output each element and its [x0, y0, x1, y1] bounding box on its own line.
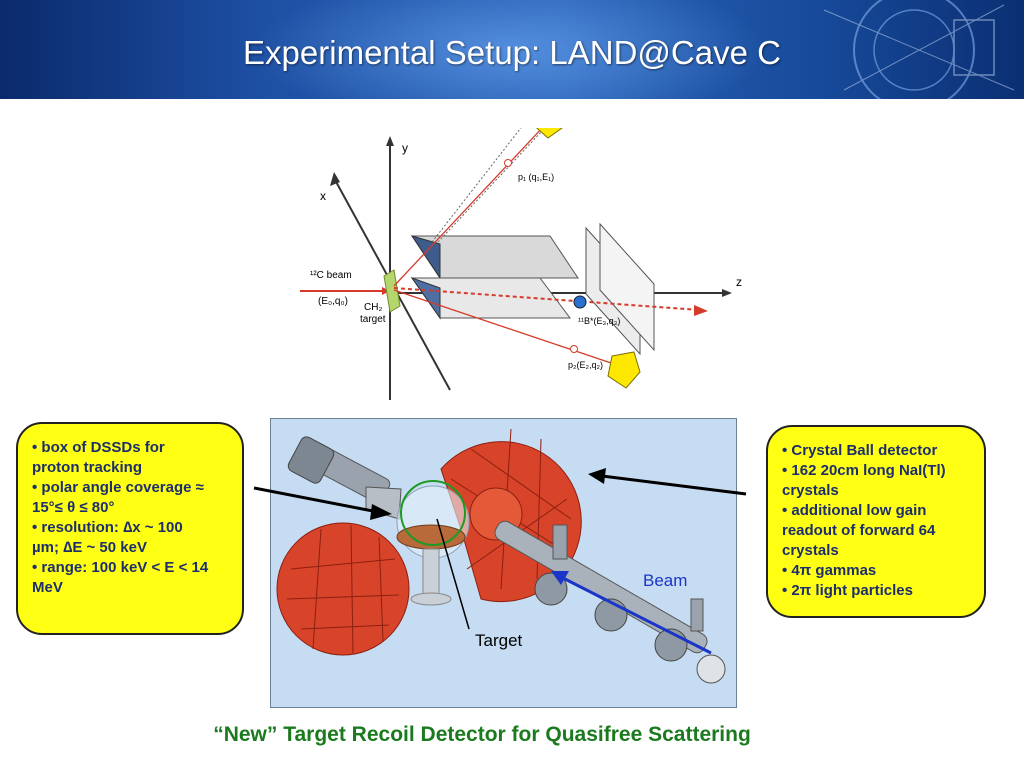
setup-rendering: Target Beam [270, 418, 737, 708]
callout-line: MeV [32, 579, 63, 596]
detector-plane-2 [599, 222, 655, 352]
callout-line: proton tracking [32, 459, 143, 476]
proton2-track [393, 289, 621, 367]
kinematics-diagram: y x z ¹²C beam (E₀,q₀) CH₂ target ¹¹B*(E… [300, 128, 742, 400]
x-axis-label: x [320, 189, 326, 203]
dssd-lower-side [410, 277, 441, 320]
setup-drawing [276, 428, 726, 684]
callout-line: • range: 100 keV < E < 14 [32, 559, 209, 576]
proton1-track [393, 128, 544, 287]
callout-line: • additional low gain [782, 502, 927, 519]
end-flange [696, 654, 726, 684]
valve-2 [690, 598, 704, 632]
proton1-marker [504, 159, 512, 167]
callout-line: • 4π gammas [782, 562, 877, 579]
callout-line: readout of forward 64 [782, 522, 936, 539]
y-axis-arrowhead [386, 136, 394, 146]
crystal-ball-callout: • Crystal Ball detector • 162 20cm long … [766, 425, 986, 618]
z-axis-arrowhead [722, 289, 732, 297]
callout-line: • resolution: ∆x ~ 100 [32, 519, 183, 536]
crystal-ball-left [276, 522, 410, 656]
pipe-flange [287, 436, 335, 484]
crystal-ball-left-facets [286, 524, 400, 654]
fragment-arrowhead [694, 305, 708, 316]
title-banner [0, 0, 1024, 99]
x-axis-arrowhead [330, 172, 340, 186]
proton1-detector [535, 128, 563, 139]
target-pointer [436, 518, 470, 630]
proton1-label: p₁ (q₁,E₁) [518, 172, 554, 182]
banner-glow [250, 0, 770, 99]
callout-line: • 2π light particles [782, 582, 913, 599]
proton2-marker [570, 345, 578, 353]
callout-line: crystals [782, 542, 839, 559]
dssd-upper-side [410, 235, 441, 280]
target-stand-foot [410, 592, 452, 606]
target-highlight-ring [400, 480, 466, 546]
ch2-target [383, 269, 401, 313]
proton1-cone-a [431, 128, 522, 243]
fragment-track [393, 287, 701, 311]
callout-line: • box of DSSDs for [32, 439, 165, 456]
beam-arrow [556, 573, 712, 655]
callout-line: • 162 20cm long NaI(Tl) [782, 462, 946, 479]
target-label: target [360, 314, 386, 325]
beam-params: (E₀,q₀) [318, 296, 348, 307]
valve-1 [552, 524, 568, 560]
callout-line: • Crystal Ball detector [782, 442, 938, 459]
target-stand [422, 548, 440, 596]
callout-line: µm; ∆E ~ 50 keV [32, 539, 147, 556]
fragment-marker [573, 295, 587, 309]
target-label-ch2: CH₂ [364, 302, 382, 313]
beam-label: ¹²C beam [310, 270, 352, 281]
callout-line: 15°≤ θ ≤ 80° [32, 499, 115, 516]
page-title: Experimental Setup: LAND@Cave C [243, 34, 781, 71]
beam-label: Beam [643, 571, 688, 590]
proton2-detector [607, 351, 641, 389]
proton2-label: p₂(E₂,q₂) [568, 360, 603, 370]
y-axis-label: y [402, 141, 408, 155]
beam-arrowhead [551, 571, 569, 585]
callout-line: crystals [782, 482, 839, 499]
dssd-callout: • box of DSSDs for proton tracking • pol… [16, 422, 244, 635]
proton1-cone-b [437, 128, 546, 243]
fragment-label: ¹¹B*(E₃,q₃) [578, 316, 620, 326]
banner-decoration [823, 0, 1015, 99]
z-axis-label: z [736, 275, 742, 289]
slide-caption: “New” Target Recoil Detector for Quasifr… [213, 723, 751, 746]
pipe-cone [365, 486, 402, 520]
callout-line: • polar angle coverage ≈ [32, 479, 204, 496]
target-label: Target [475, 631, 523, 650]
